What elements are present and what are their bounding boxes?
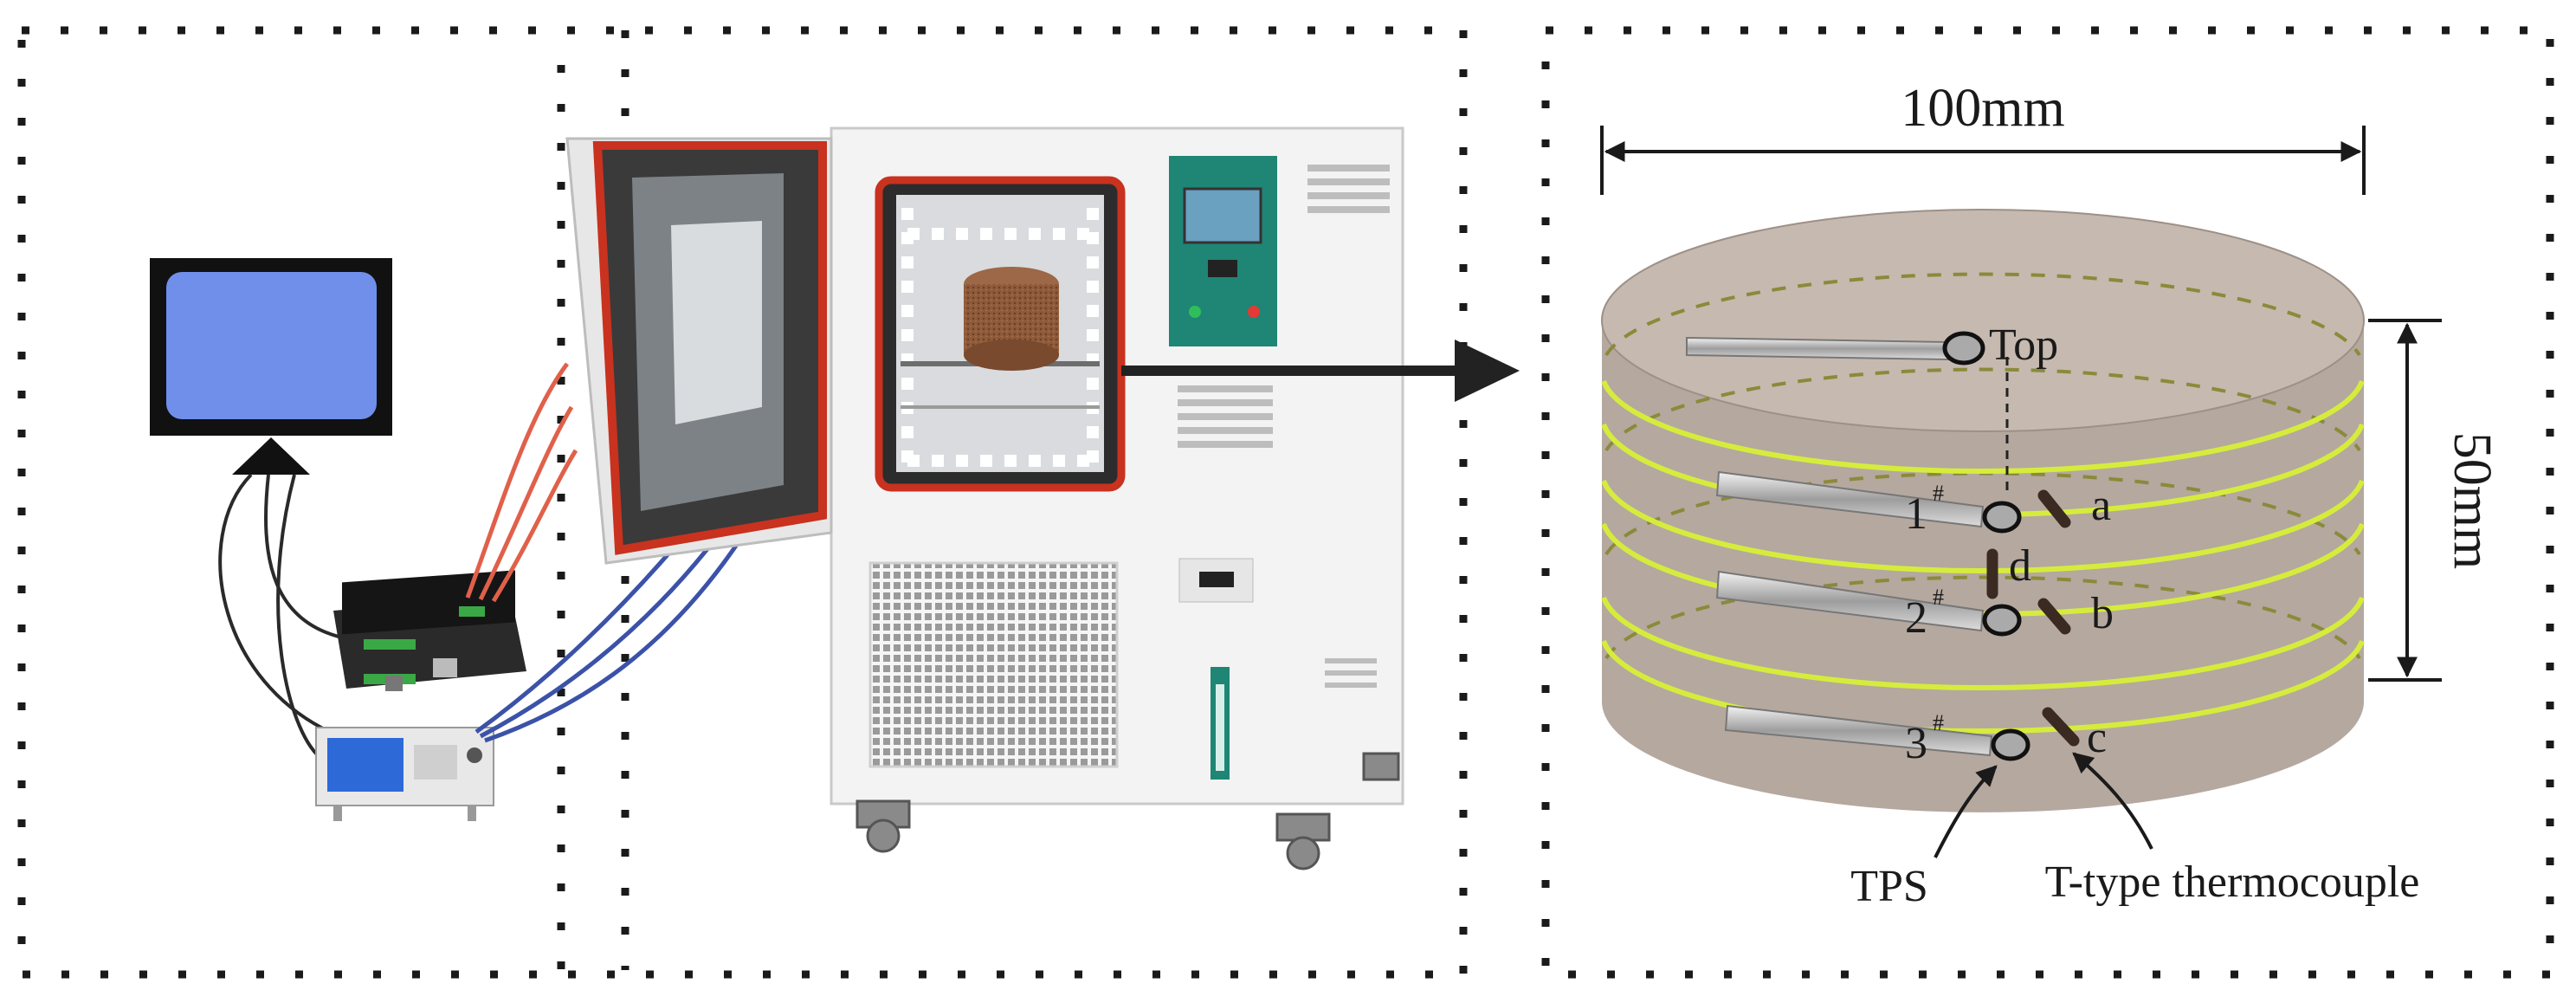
svg-text:#: # — [1933, 585, 1944, 610]
layer-label-1: 1 # — [1905, 481, 1944, 539]
sample-cylinder — [1601, 209, 2365, 812]
thermocouple-c — [2042, 707, 2080, 747]
red-wires — [465, 362, 578, 603]
point-label-a: a — [2091, 481, 2111, 530]
svg-text:#: # — [1933, 710, 1944, 735]
callout-arrows — [1934, 752, 2153, 858]
thermocouple-b — [2037, 598, 2071, 635]
tps-probes — [1686, 331, 2030, 761]
computer-cables — [218, 473, 365, 760]
thermocouple-marks — [1986, 489, 2080, 747]
thermocouple-label: T-type thermocouple — [2045, 857, 2420, 907]
top-label: Top — [1989, 320, 2058, 370]
tps-probe-3 — [1724, 704, 2030, 761]
tps-probe-top — [1686, 331, 1985, 366]
tps-label: TPS — [1850, 862, 1928, 911]
width-label: 100mm — [1901, 79, 2064, 138]
svg-text:2: 2 — [1905, 593, 1927, 643]
tps-probe-1 — [1715, 470, 2022, 534]
height-label: 50mm — [2443, 432, 2502, 569]
link-arrow — [1121, 340, 1520, 402]
environmental-chamber — [565, 126, 1404, 870]
cylinder-top — [1601, 209, 2365, 432]
layer-label-3: 3 # — [1905, 710, 1944, 768]
lower-grille — [868, 561, 1119, 768]
width-dimension — [1600, 126, 2366, 195]
monitor — [150, 258, 392, 475]
tps-probe-2 — [1715, 570, 2022, 637]
point-label-b: b — [2091, 589, 2114, 638]
data-logger — [333, 570, 526, 691]
point-label-d: d — [2009, 541, 2031, 591]
tps-analyzer — [315, 727, 494, 821]
blue-wires — [475, 544, 739, 743]
left-panel-frame — [17, 26, 1468, 979]
touch-screen — [1183, 187, 1262, 244]
cylinder-body — [1602, 320, 2364, 812]
monitor-screen — [166, 272, 377, 419]
svg-text:3: 3 — [1905, 719, 1927, 768]
control-panel — [1169, 156, 1277, 346]
height-dimension — [2368, 319, 2442, 682]
layer-label-2: 2 # — [1905, 585, 1944, 643]
monitor-stand-icon — [232, 437, 310, 475]
svg-text:#: # — [1933, 481, 1944, 506]
point-label-c: c — [2087, 713, 2107, 762]
link-arrow-head-icon — [1455, 340, 1520, 402]
svg-text:1: 1 — [1905, 489, 1927, 539]
thermocouple-a — [2037, 489, 2071, 528]
